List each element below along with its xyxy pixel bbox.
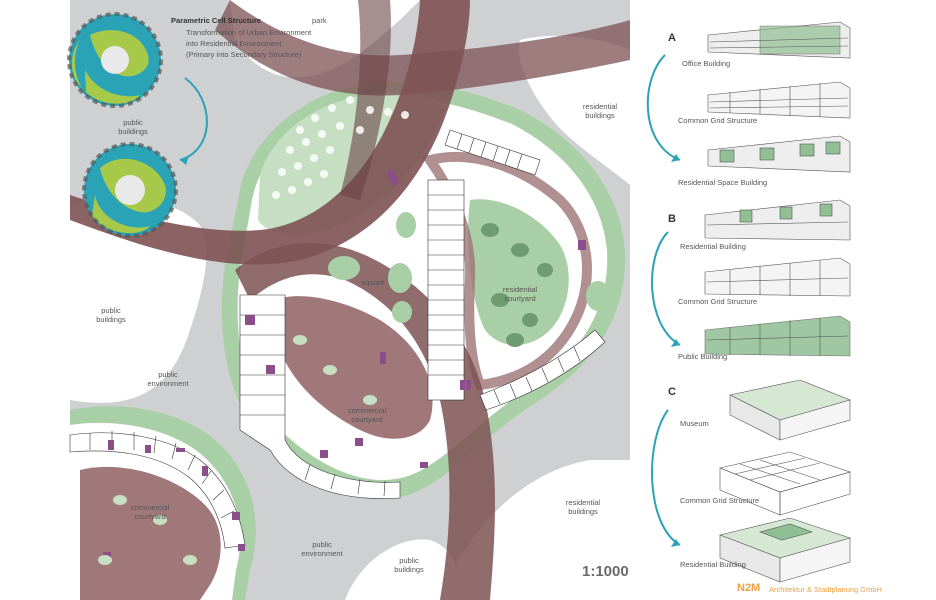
- section-b-item-1: Residential Building: [680, 242, 746, 251]
- section-a-item-2: Common Grid Structure: [678, 116, 758, 125]
- section-arrowheads: [671, 154, 680, 547]
- section-c-item-1: Museum: [680, 419, 709, 428]
- public-bottom-blob: [345, 539, 458, 600]
- label-commercial-courtyard-center: commercial courtyard: [347, 406, 387, 425]
- road-diagonal-upper: [70, 0, 470, 265]
- unit-strip-commercial: [239, 294, 401, 499]
- square-island-5: [586, 281, 610, 311]
- section-a-item-1: Office Building: [682, 59, 731, 68]
- section-arrows: [646, 54, 681, 546]
- section-c-item-2: Common Grid Structure: [680, 496, 760, 505]
- unit-strip-top: [444, 129, 541, 176]
- logo-brand: N2M: [737, 582, 761, 594]
- square-island-1: [328, 256, 360, 280]
- cell-diagram-secondary: [82, 142, 178, 238]
- road-spine: [340, 0, 391, 200]
- legend-title: Parametric Cell Structure: [171, 16, 262, 25]
- commercial-courtyard-center: [275, 296, 433, 439]
- legend-line-3: (Primary into Secondary Structure): [186, 50, 302, 59]
- label-residential-bottom: residential buildings: [565, 498, 601, 517]
- scale-label: 1:1000: [582, 563, 629, 580]
- square-island-2: [388, 263, 412, 293]
- cell-transform-arrowhead: [180, 155, 189, 165]
- legend-line-2: into Residential Environment: [186, 39, 282, 48]
- section-letter-b: B: [668, 213, 676, 225]
- brown-courtyard-spots: [98, 335, 377, 565]
- section-b-item-3: Public Building: [678, 352, 728, 361]
- museum-illustration: [729, 379, 851, 441]
- label-square: square: [361, 278, 385, 287]
- residential-building-c: [718, 517, 852, 583]
- label-public-env-bottom: public environment: [301, 540, 343, 559]
- inner-ring-path: [421, 152, 592, 391]
- section-letter-a: A: [668, 32, 676, 44]
- courtyard-trees: [481, 223, 553, 347]
- road-top: [215, 0, 630, 96]
- logo-subtitle: Architektur & Stadtplanung GmbH: [769, 585, 882, 594]
- label-public-left: public buildings: [96, 306, 126, 325]
- square-island-4: [392, 301, 412, 323]
- label-commercial-courtyard-bottom: commercial courtyard: [130, 503, 170, 522]
- square-island-3: [396, 212, 416, 238]
- grid-structure-a: [707, 81, 851, 119]
- label-public-env-left: public environment: [147, 370, 189, 389]
- label-public-bottom: public buildings: [394, 556, 424, 575]
- cell-transform-arrow: [179, 77, 208, 161]
- office-building-illustration: [707, 21, 851, 59]
- unit-strip-vertical: [427, 179, 465, 401]
- residential-building-b: [704, 199, 851, 241]
- legend-line-1: Transformation of Urban Environment: [186, 28, 312, 37]
- cell-diagram-primary: [67, 12, 163, 108]
- legend-public-buildings: public buildings: [118, 118, 148, 137]
- residential-space-building: [707, 135, 851, 173]
- unit-strip-right: [479, 329, 606, 411]
- grid-structure-c: [718, 451, 852, 516]
- section-c-item-3: Residential Building: [680, 560, 746, 569]
- label-residential-courtyard: residential courtyard: [502, 285, 538, 304]
- section-b-item-2: Common Grid Structure: [678, 297, 758, 306]
- public-building-b: [704, 315, 851, 357]
- grid-structure-b: [704, 257, 851, 297]
- park-tree-dots: [272, 96, 409, 199]
- section-a-item-3: Residential Space Building: [678, 178, 768, 187]
- label-residential-top: residential buildings: [582, 102, 618, 121]
- unit-strip-lower: [69, 431, 246, 549]
- section-letter-c: C: [668, 386, 676, 398]
- label-park: park: [312, 16, 327, 25]
